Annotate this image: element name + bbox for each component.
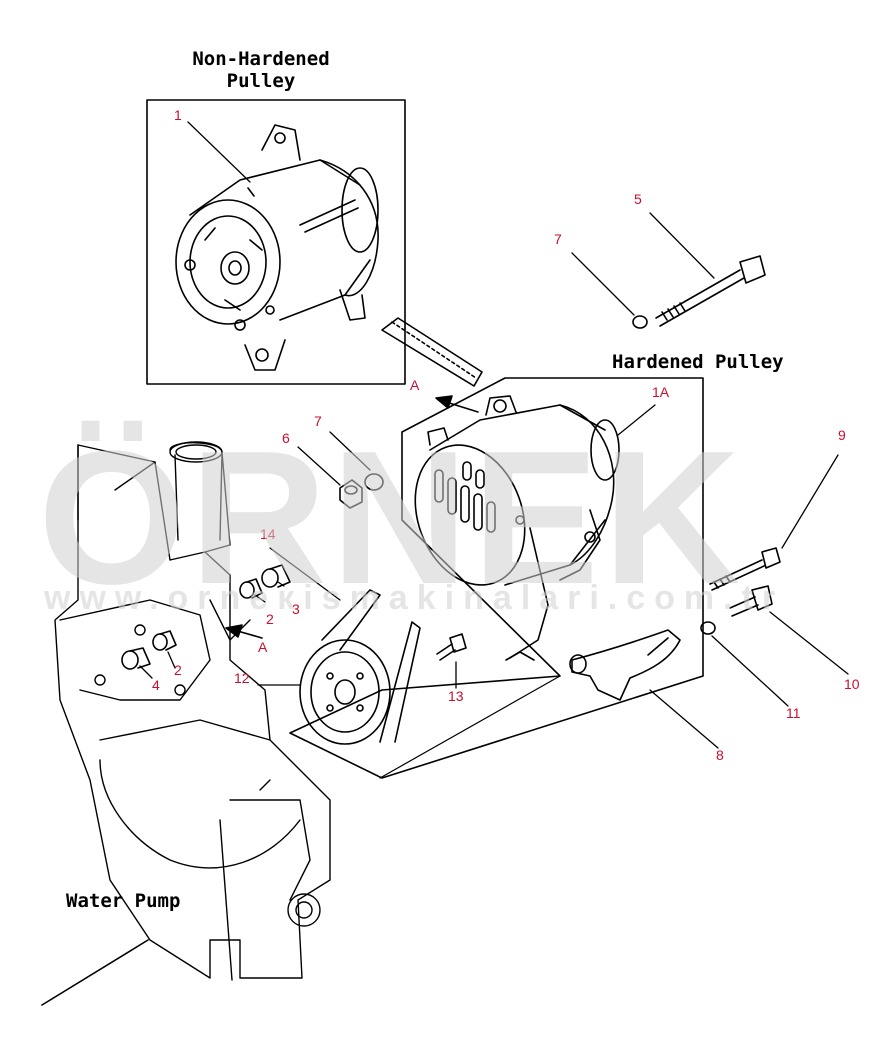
non-hardened-inset-frame — [146, 99, 406, 385]
caption-water-pump: Water Pump — [66, 890, 181, 912]
engine-block — [54, 441, 331, 981]
callout-11: 11 — [786, 705, 801, 721]
bolt-10 — [729, 585, 773, 617]
spacer-4 — [121, 647, 151, 670]
callout-2-lower: 2 — [174, 662, 182, 678]
callout-2-upper: 2 — [266, 611, 274, 627]
caption-hardened-pulley: Hardened Pulley — [612, 351, 784, 373]
callout-5: 5 — [634, 191, 642, 207]
callout-7-upper: 7 — [554, 231, 562, 247]
callout-a-upper: A — [410, 377, 420, 393]
callout-6: 6 — [282, 430, 290, 446]
spacer-2-upper — [239, 578, 263, 599]
bolt-13 — [436, 633, 467, 661]
callout-14: 14 — [260, 526, 276, 542]
callout-7-lower: 7 — [314, 413, 322, 429]
hardened-outline — [289, 377, 704, 779]
leader-lines — [139, 121, 849, 749]
washer-11 — [700, 621, 716, 635]
callout-10: 10 — [844, 676, 860, 692]
pulley-12 — [299, 639, 391, 745]
caption-non-hardened-pulley: Non-Hardened Pulley — [192, 48, 330, 92]
view-arrow-upper — [445, 401, 479, 413]
washer-7-upper — [632, 315, 648, 329]
bracket-8 — [569, 629, 681, 701]
nut-6 — [339, 479, 363, 509]
alternator-non-hardened — [175, 124, 379, 371]
callout-1a: 1A — [652, 384, 670, 400]
callout-12: 12 — [234, 670, 250, 686]
bolt-9 — [709, 547, 781, 591]
callout-1: 1 — [174, 107, 182, 123]
washer-7-lower — [364, 473, 384, 491]
alternator-hardened — [414, 395, 620, 661]
spacer-3 — [261, 564, 291, 588]
callout-13: 13 — [448, 688, 464, 704]
callout-a-lower: A — [258, 639, 268, 655]
callout-3: 3 — [292, 601, 300, 617]
callout-labels: 1 1A 2 2 3 4 5 6 7 7 8 9 10 11 12 13 14 … — [152, 107, 860, 763]
callout-9: 9 — [838, 427, 846, 443]
belt-14 — [321, 589, 421, 743]
ground-line — [41, 939, 149, 1006]
callout-8: 8 — [716, 747, 724, 763]
inset-pointer — [381, 317, 483, 387]
callout-4: 4 — [152, 677, 160, 693]
spacer-2-lower — [152, 630, 177, 651]
bolt-5 — [655, 255, 766, 327]
